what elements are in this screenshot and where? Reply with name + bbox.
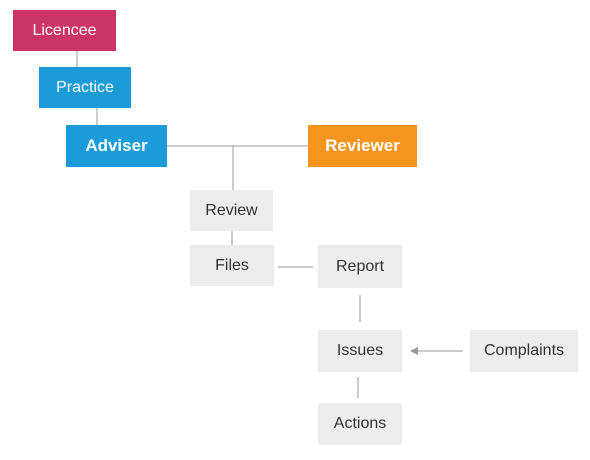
node-actions-label: Actions (333, 415, 387, 432)
node-actions: Actions (318, 403, 402, 445)
node-files: Files (190, 245, 274, 286)
node-issues: Issues (318, 330, 402, 372)
node-adviser: Adviser (66, 125, 167, 167)
node-practice: Practice (39, 67, 131, 108)
node-complaints: Complaints (470, 330, 578, 372)
node-practice-label: Practice (56, 78, 114, 96)
node-report-label: Report (335, 257, 385, 275)
node-licencee-label: Licencee (32, 21, 97, 39)
node-licencee: Licencee (13, 10, 116, 51)
node-files-label: Files (215, 256, 249, 274)
node-report: Report (318, 245, 402, 288)
node-review-label: Review (205, 201, 258, 219)
node-reviewer-label: Reviewer (325, 136, 400, 155)
node-complaints-label: Complaints (483, 342, 565, 359)
node-issues-label: Issues (336, 342, 384, 359)
node-adviser-label: Adviser (85, 136, 148, 155)
node-reviewer: Reviewer (308, 125, 417, 167)
node-review: Review (190, 190, 273, 231)
